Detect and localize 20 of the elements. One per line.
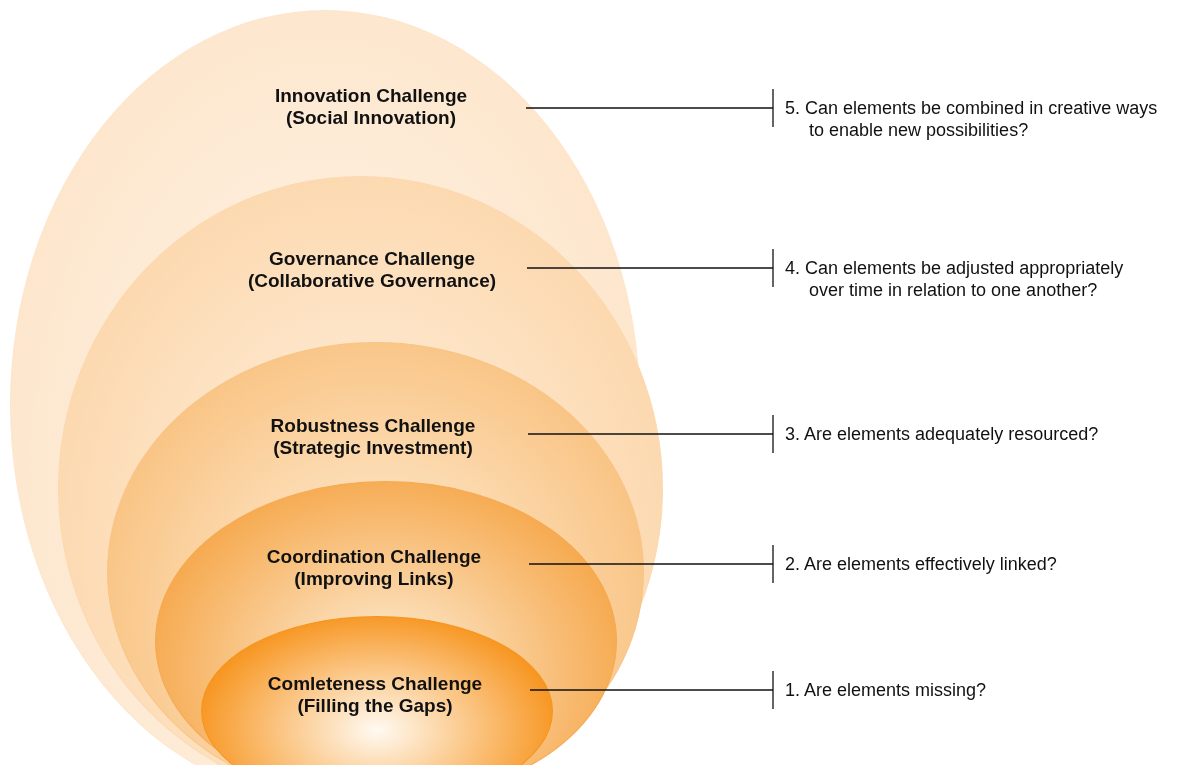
leader-line xyxy=(527,414,774,454)
leader-line xyxy=(525,88,774,128)
challenge-title: Comleteness Challenge xyxy=(266,673,484,695)
challenge-title: Robustness Challenge xyxy=(269,415,477,437)
leader-line xyxy=(529,670,774,710)
challenge-title: Innovation Challenge xyxy=(273,85,469,107)
challenge-subtitle: (Strategic Investment) xyxy=(272,437,474,459)
challenge-subtitle: (Filling the Gaps) xyxy=(296,695,454,717)
challenge-subtitle: (Social Innovation) xyxy=(285,107,457,129)
question-text: 4. Can elements be adjusted appropriately over time in relation to one another? xyxy=(785,257,1159,301)
question-text: 3. Are elements adequately resourced? xyxy=(785,423,1159,445)
challenge-title: Governance Challenge xyxy=(268,248,476,270)
leader-line xyxy=(528,544,774,584)
leader-line xyxy=(526,248,774,288)
challenge-subtitle: (Improving Links) xyxy=(293,568,455,590)
challenge-subtitle: (Collaborative Governance) xyxy=(246,270,498,292)
question-text: 1. Are elements missing? xyxy=(785,679,1159,701)
challenge-title: Coordination Challenge xyxy=(265,546,483,568)
question-text: 2. Are elements effectively linked? xyxy=(785,553,1159,575)
question-text: 5. Can elements be combined in creative ways to enable new possibilities? xyxy=(785,97,1159,141)
